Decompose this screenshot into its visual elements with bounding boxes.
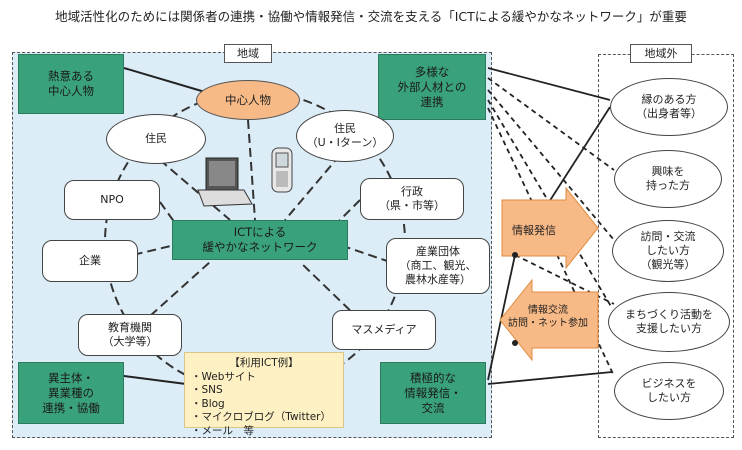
government-line1: 行政 [401, 185, 423, 198]
receive-line2: 訪問・ネット参加 [508, 318, 588, 329]
outside-person-interested: 興味を 持った方 [614, 150, 722, 208]
education-line2: （大学等） [102, 335, 158, 348]
industry-line3: 農林水産等） [405, 273, 471, 286]
external-line1: 多様な [414, 64, 450, 79]
residents-node: 住民 [106, 114, 206, 164]
ict-network-box: ICTによる 緩やかなネットワーク [172, 220, 348, 260]
industry-line1: 産業団体 [416, 245, 460, 258]
page-title: 地域活性化のためには関係者の連携・協働や情報発信・交流を支える「ICTによる緩や… [55, 9, 687, 24]
cross-sector-line3: 連携・協働 [42, 400, 100, 415]
outside-line1: 興味を [651, 165, 685, 178]
active-info-line2: 情報発信・ [404, 385, 462, 400]
active-info-line1: 積極的な [410, 370, 456, 385]
outside-line3: （観光等） [640, 258, 696, 271]
network-line2: 緩やかなネットワーク [202, 240, 318, 254]
npo-node: NPO [64, 180, 160, 220]
enthusiast-box: 熱意ある 中心人物 [18, 54, 124, 114]
cross-sector-box: 異主体・ 異業種の 連携・協働 [18, 362, 124, 424]
cross-sector-line2: 異業種の [48, 385, 94, 400]
outside-line1: まちづくり活動を [625, 308, 713, 321]
send-arrow-label: 情報発信 [512, 224, 556, 237]
education-line1: 教育機関 [108, 321, 152, 334]
receive-line1: 情報交流 [528, 305, 568, 316]
local-region-label: 地域 [224, 44, 272, 63]
center-person-node: 中心人物 [196, 80, 300, 120]
mobile-phone-icon [271, 147, 293, 193]
outside-region-label: 地域外 [630, 44, 692, 63]
outside-line2: 持った方 [646, 179, 690, 192]
ict-examples-box: 【利用ICT例】 ・Webサイト ・SNS ・Blog ・マイクロブログ（Twi… [184, 352, 344, 437]
outside-line1: 訪問・交流 [640, 230, 696, 243]
enthusiast-line1: 熱意ある [48, 69, 94, 83]
enthusiast-line2: 中心人物 [48, 84, 94, 98]
outside-person-supporter: まちづくり活動を 支援したい方 [608, 292, 730, 352]
ict-example-item: ・Blog [191, 397, 225, 410]
ui-residents-line2: （U・Iターン） [306, 136, 384, 149]
outside-line2: したい方 [647, 391, 691, 404]
active-info-box: 積極的な 情報発信・ 交流 [380, 362, 486, 424]
ict-examples-header: 【利用ICT例】 [229, 357, 299, 369]
industry-line2: （商工、観光、 [399, 259, 477, 272]
ict-example-item: ・SNS [191, 384, 223, 396]
cross-sector-line1: 異主体・ [48, 370, 94, 385]
outside-person-business: ビジネスを したい方 [614, 362, 724, 420]
education-node: 教育機関 （大学等） [78, 314, 182, 356]
external-box: 多様な 外部人材との 連携 [378, 54, 486, 120]
outside-person-visitor: 訪問・交流 したい方 （観光等） [612, 220, 724, 282]
ui-residents-line1: 住民 [334, 122, 356, 135]
outside-line1: 縁のある方 [641, 93, 697, 106]
laptop-icon [197, 157, 253, 207]
ict-example-item: ・メール 等 [191, 424, 254, 437]
ict-example-item: ・マイクロブログ（Twitter） [191, 411, 331, 423]
government-node: 行政 （県・市等） [360, 178, 464, 220]
outside-line2: 支援したい方 [636, 322, 702, 335]
industry-node: 産業団体 （商工、観光、 農林水産等） [386, 238, 490, 294]
government-line2: （県・市等） [379, 199, 445, 212]
network-line1: ICTによる [233, 225, 287, 239]
ui-residents-node: 住民 （U・Iターン） [296, 110, 394, 162]
outside-line1: ビジネスを [641, 377, 697, 390]
active-info-line3: 交流 [421, 400, 445, 415]
outside-person-related: 縁のある方 （出身者等） [610, 78, 728, 136]
outside-line2: （出身者等） [636, 107, 702, 120]
ict-example-item: ・Webサイト [191, 370, 256, 383]
receive-arrow-label: 情報交流 訪問・ネット参加 [500, 304, 596, 330]
company-node: 企業 [42, 240, 138, 282]
external-line3: 連携 [420, 94, 444, 109]
outside-line2: したい方 [646, 244, 690, 257]
media-node: マスメディア [332, 310, 436, 350]
external-line2: 外部人材との [397, 79, 467, 94]
